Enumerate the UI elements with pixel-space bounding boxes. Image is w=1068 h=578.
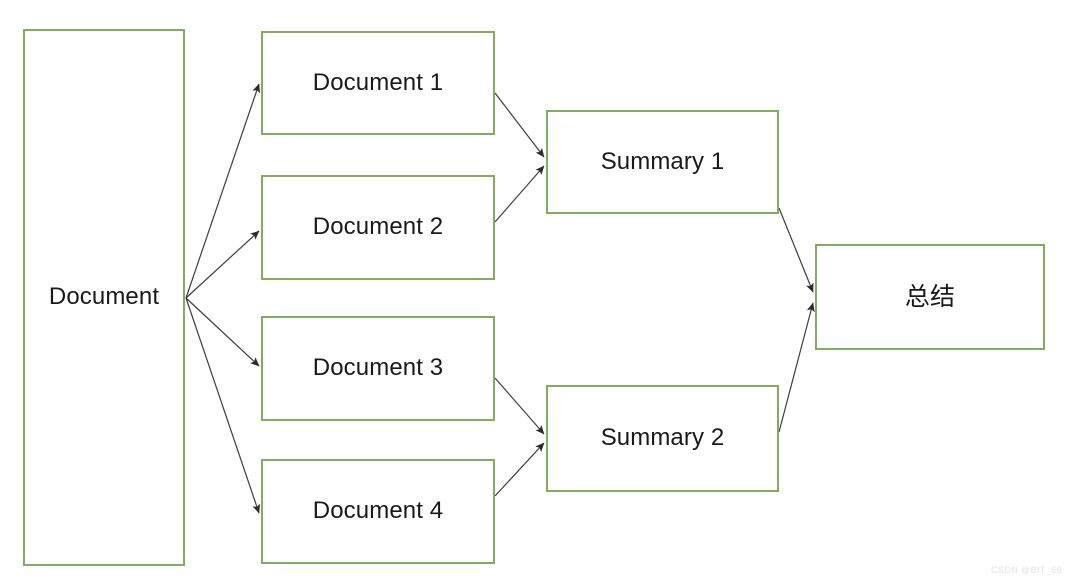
- node-doc2[interactable]: Document 2: [261, 175, 495, 280]
- node-label: Document 3: [312, 354, 444, 382]
- edge-source-to-doc4: [185, 297, 261, 514]
- edge-summary1-to-final: [778, 207, 814, 293]
- node-label: 总结: [904, 282, 956, 311]
- edge-source-to-doc2: [185, 230, 260, 299]
- node-label: Document 2: [312, 213, 444, 241]
- node-doc3[interactable]: Document 3: [261, 316, 495, 421]
- edge-source-to-doc3: [185, 297, 260, 367]
- node-label: Document 1: [312, 68, 444, 96]
- edge-summary2-to-final: [778, 302, 815, 433]
- edge-doc2-to-summary1: [494, 165, 545, 223]
- edge-source-to-doc1: [185, 83, 261, 299]
- node-label: Document: [48, 283, 160, 311]
- node-source[interactable]: Document: [23, 29, 185, 566]
- edge-doc3-to-summary2: [494, 377, 545, 435]
- node-final[interactable]: 总结: [815, 244, 1045, 350]
- node-label: Document 4: [312, 497, 444, 525]
- node-doc4[interactable]: Document 4: [261, 459, 495, 564]
- edge-doc1-to-summary1: [494, 92, 545, 158]
- watermark: CSDN @BIT_66: [991, 565, 1062, 575]
- node-summary2[interactable]: Summary 2: [546, 385, 779, 492]
- node-doc1[interactable]: Document 1: [261, 31, 495, 135]
- node-summary1[interactable]: Summary 1: [546, 110, 779, 214]
- edge-doc4-to-summary2: [494, 442, 545, 497]
- node-label: Summary 2: [600, 424, 725, 452]
- node-label: Summary 1: [600, 147, 725, 175]
